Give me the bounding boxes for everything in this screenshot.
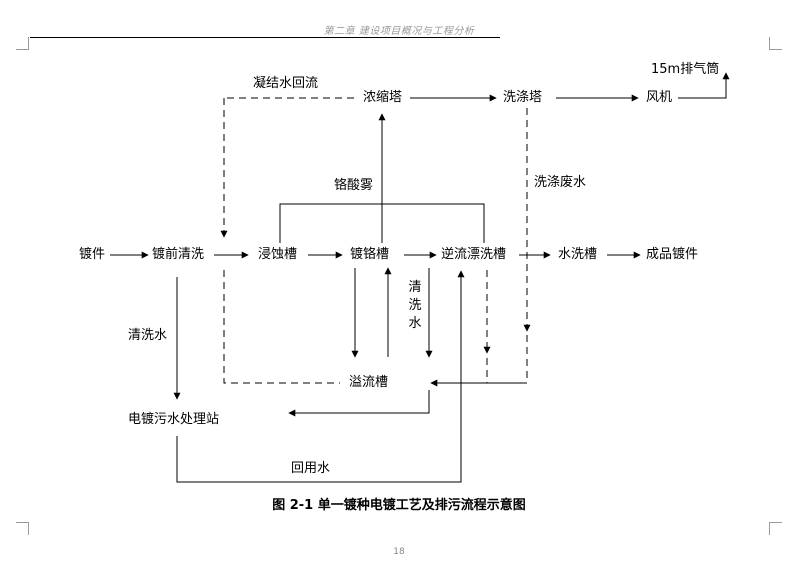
node-overflow-tank: 溢流槽 bbox=[348, 375, 390, 391]
node-finished-parts: 成品镀件 bbox=[645, 247, 700, 263]
label-cleaning-water: 清洗水 bbox=[127, 328, 169, 344]
node-wastewater-station: 电镀污水处理站 bbox=[127, 412, 221, 428]
page-number: 18 bbox=[393, 547, 405, 557]
node-pre-clean: 镀前清洗 bbox=[151, 247, 206, 263]
node-etch-tank: 浸蚀槽 bbox=[257, 247, 299, 263]
node-water-wash: 水洗槽 bbox=[557, 247, 599, 263]
node-fan: 风机 bbox=[645, 90, 674, 106]
node-exhaust-stack: 15m排气筒 bbox=[650, 62, 721, 78]
crop-mark-top-right bbox=[769, 37, 782, 50]
node-counterflow-rinse: 逆流漂洗槽 bbox=[440, 247, 508, 263]
node-chrome-tank: 镀铬槽 bbox=[349, 247, 391, 263]
arrow-fan-to-stack bbox=[678, 72, 730, 99]
page-header: 第二章 建设项目概况与工程分析 bbox=[323, 26, 475, 37]
label-chromic-mist: 铬酸雾 bbox=[333, 178, 375, 194]
overflow-loop-line bbox=[223, 270, 340, 384]
node-scrubber-tower: 洗涤塔 bbox=[502, 90, 544, 106]
crop-mark-bottom-right bbox=[769, 522, 782, 535]
label-rinse-water: 清洗水 bbox=[408, 280, 422, 331]
label-scrubber-wastewater: 洗涤废水 bbox=[533, 175, 588, 191]
node-plating-parts: 镀件 bbox=[78, 247, 107, 263]
label-reuse-water: 回用水 bbox=[290, 461, 332, 477]
header-rule bbox=[30, 37, 500, 38]
crop-mark-top-left bbox=[16, 37, 29, 50]
node-concentration-tower: 浓缩塔 bbox=[362, 90, 404, 106]
label-condensate-return: 凝结水回流 bbox=[252, 76, 320, 92]
arrow-reuse-water bbox=[176, 270, 465, 483]
crop-mark-bottom-left bbox=[16, 522, 29, 535]
arrow-overflow-to-wwtp bbox=[288, 390, 430, 417]
figure-caption: 图 2-1 单一镀种电镀工艺及排污流程示意图 bbox=[272, 498, 526, 513]
